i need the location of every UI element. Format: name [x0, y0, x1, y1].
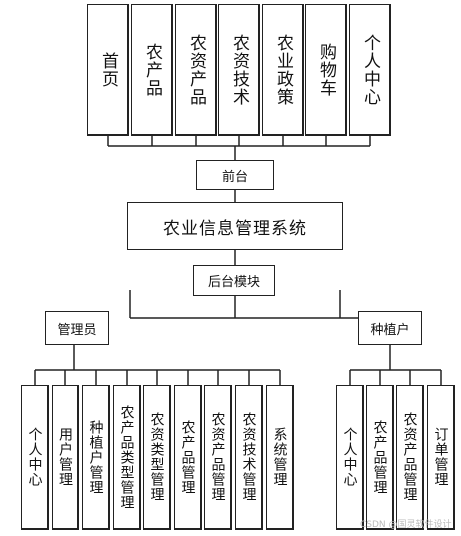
admin-module-label: 农资技术管理 [240, 412, 257, 502]
admin-module-product-types: 农产品类型管理 [113, 385, 141, 530]
grower-module-profile: 个人中心 [336, 385, 364, 530]
admin-module-label: 农产品类型管理 [118, 404, 135, 510]
admin-module-label: 农产品管理 [179, 419, 196, 495]
frontend-module-label: 农资技术 [229, 33, 249, 106]
frontend-module-supply-products: 农资产品 [175, 4, 217, 136]
admin-module-products: 农产品管理 [174, 385, 202, 530]
watermark-text: CSDN @国灵软件设计 [360, 520, 452, 530]
frontend-module-cart: 购物车 [305, 4, 347, 136]
admin-module-label: 个人中心 [26, 427, 43, 487]
frontend-module-label: 个人中心 [360, 33, 380, 106]
frontend-module-profile: 个人中心 [349, 4, 391, 136]
system-title-box: 农业信息管理系统 [127, 202, 343, 250]
admin-module-supply-tech: 农资技术管理 [235, 385, 263, 530]
frontend-module-label: 首页 [98, 51, 118, 88]
frontend-module-home: 首页 [87, 4, 129, 136]
frontend-node: 前台 [196, 160, 274, 190]
admin-module-supply-products: 农资产品管理 [204, 385, 232, 530]
grower-module-products: 农产品管理 [366, 385, 394, 530]
admin-module-supply-types: 农资类型管理 [143, 385, 171, 530]
admin-module-label: 系统管理 [271, 427, 288, 487]
admin-module-users: 用户管理 [52, 385, 79, 530]
frontend-module-agri-products: 农产品 [131, 4, 173, 136]
frontend-module-supply-tech: 农资技术 [218, 4, 260, 136]
frontend-module-label: 农资产品 [186, 33, 206, 106]
backend-label: 后台模块 [207, 275, 260, 290]
grower-module-label: 订单管理 [432, 427, 449, 487]
grower-module-label: 农产品管理 [371, 419, 388, 495]
admin-module-label: 用户管理 [57, 427, 73, 487]
grower-module-supply-products: 农资产品管理 [396, 385, 424, 530]
frontend-module-label: 农产品 [142, 42, 162, 97]
admin-label: 管理员 [57, 322, 97, 338]
admin-module-label: 种植户管理 [87, 419, 104, 495]
grower-node: 种植户 [358, 311, 422, 345]
grower-label: 种植户 [370, 322, 410, 338]
frontend-label: 前台 [221, 169, 248, 185]
grower-module-label: 个人中心 [341, 427, 358, 487]
admin-module-profile: 个人中心 [21, 385, 49, 530]
admin-module-growers: 种植户管理 [82, 385, 110, 530]
frontend-module-agri-policy: 农业政策 [262, 4, 304, 136]
admin-module-label: 农资类型管理 [148, 412, 165, 502]
backend-node: 后台模块 [193, 265, 275, 296]
admin-module-label: 农资产品管理 [209, 412, 226, 502]
admin-node: 管理员 [45, 311, 109, 345]
admin-module-system: 系统管理 [266, 385, 294, 530]
grower-module-orders: 订单管理 [427, 385, 455, 530]
system-title: 农业信息管理系统 [163, 218, 307, 239]
grower-module-label: 农资产品管理 [401, 412, 418, 502]
frontend-module-label: 农业政策 [273, 33, 293, 106]
frontend-module-label: 购物车 [316, 42, 336, 97]
